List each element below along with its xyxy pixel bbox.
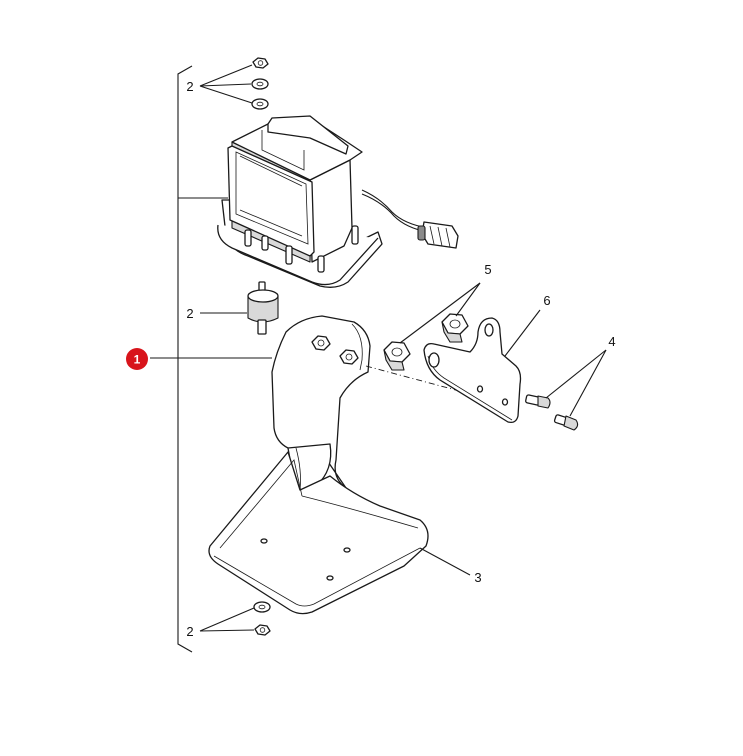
bracket-nut-2 [339, 349, 359, 365]
callout-2-bottom: 2 [186, 624, 193, 639]
cable-connector [417, 221, 459, 249]
callout-6: 6 [543, 293, 550, 308]
bottom-nut [254, 624, 271, 636]
badge-circle [126, 348, 148, 370]
bottom-fasteners: 2 [186, 601, 271, 639]
adapter-plate: 6 [423, 293, 551, 424]
mounting-bracket: 3 [208, 315, 482, 615]
callout-1-badge[interactable]: 1 [126, 348, 148, 370]
callout-4: 4 [608, 334, 615, 349]
callout-2-top: 2 [186, 79, 193, 94]
nut-large-1 [383, 341, 411, 371]
screw-2 [553, 414, 579, 431]
callout-5: 5 [484, 262, 491, 277]
nut-large-2 [441, 313, 469, 343]
assembly-brace [150, 65, 272, 653]
top-washer-1 [251, 78, 269, 90]
screw-1 [525, 394, 551, 409]
top-washer-2 [251, 98, 269, 110]
bracket-nut-1 [311, 335, 331, 351]
callout-2-mount: 2 [186, 306, 193, 321]
top-fasteners: 2 [186, 57, 269, 110]
bottom-washer [253, 601, 271, 613]
top-nut [252, 57, 269, 69]
callout-1-label: 1 [134, 353, 141, 367]
nuts-group: 5 [383, 262, 492, 371]
screws-group: 4 [525, 334, 616, 431]
control-unit [217, 115, 459, 288]
rubber-mount: 2 [186, 281, 279, 335]
callout-3: 3 [474, 570, 481, 585]
